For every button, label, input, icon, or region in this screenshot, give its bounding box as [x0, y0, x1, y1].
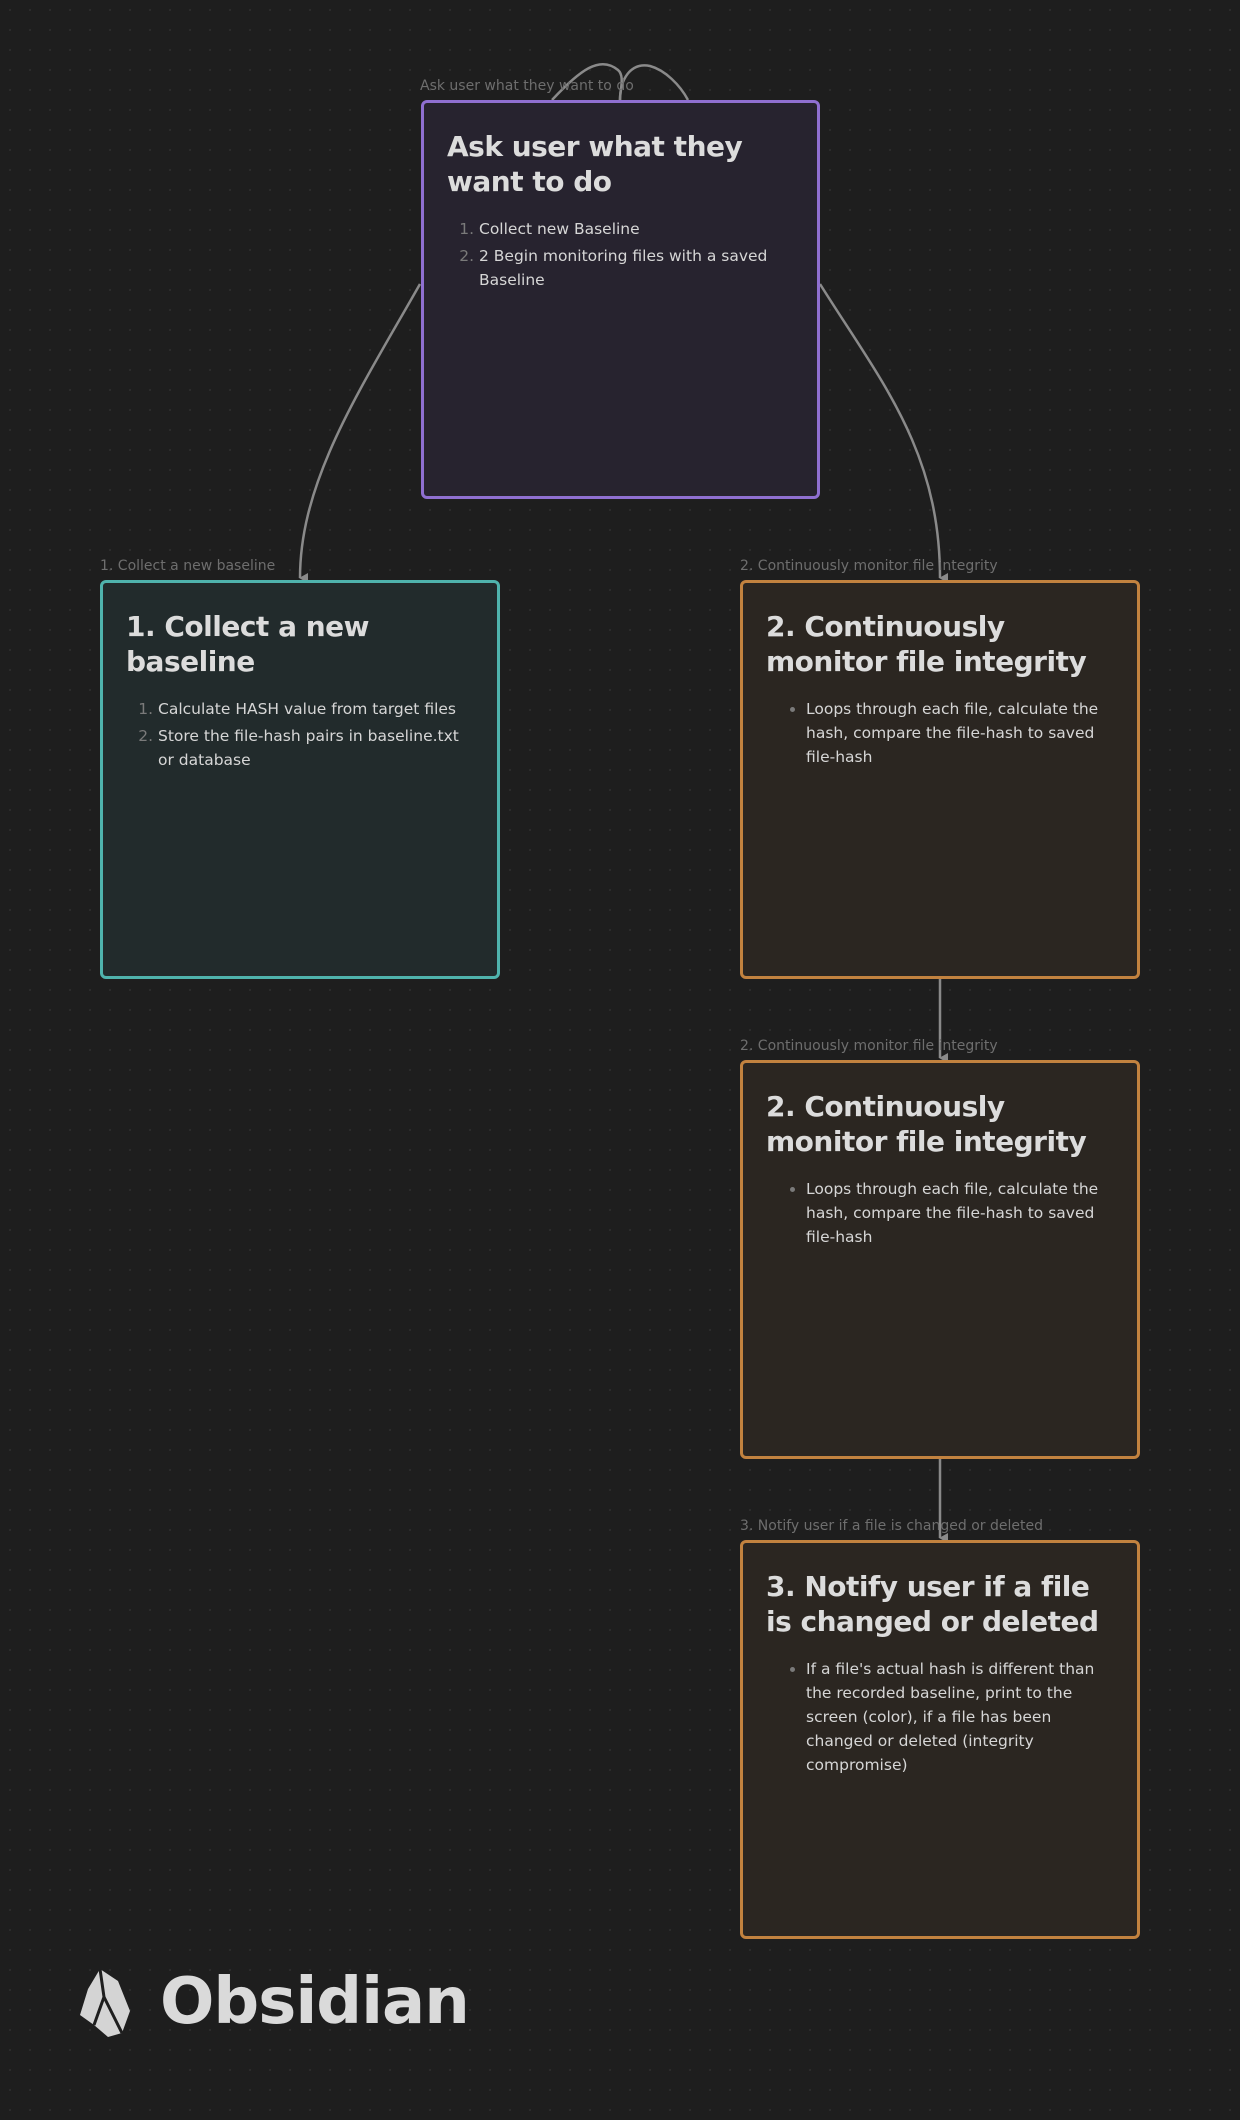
- card-list: Loops through each file, calculate the h…: [766, 1177, 1115, 1249]
- obsidian-watermark: Obsidian: [78, 1965, 470, 2039]
- list-item: Loops through each file, calculate the h…: [806, 697, 1115, 769]
- obsidian-wordmark: Obsidian: [160, 1965, 470, 2039]
- node-label-notify-user: 3. Notify user if a file is changed or d…: [740, 1518, 1043, 1534]
- card-ask-user[interactable]: Ask user what they want to do Collect ne…: [421, 100, 820, 499]
- node-label-monitor-integrity-2: 2. Continuously monitor file integrity: [740, 1038, 998, 1054]
- list-item: Loops through each file, calculate the h…: [806, 1177, 1115, 1249]
- list-item: 2 Begin monitoring files with a saved Ba…: [479, 244, 795, 292]
- card-list: Collect new Baseline 2 Begin monitoring …: [447, 217, 795, 292]
- node-label-ask-user: Ask user what they want to do: [420, 78, 634, 94]
- card-list: Calculate HASH value from target files S…: [126, 697, 475, 772]
- card-collect-baseline[interactable]: 1. Collect a new baseline Calculate HASH…: [100, 580, 500, 979]
- list-item: If a file's actual hash is different tha…: [806, 1657, 1115, 1777]
- list-item: Store the file-hash pairs in baseline.tx…: [158, 724, 475, 772]
- edge-ask-to-monitor: [818, 283, 949, 583]
- obsidian-logo-icon: [80, 1968, 130, 2037]
- card-title: 2. Continuously monitor file integrity: [766, 1090, 1087, 1158]
- list-item: Collect new Baseline: [479, 217, 795, 241]
- card-notify-user[interactable]: 3. Notify user if a file is changed or d…: [740, 1540, 1140, 1939]
- node-label-collect-baseline: 1. Collect a new baseline: [100, 558, 276, 574]
- card-title: 1. Collect a new baseline: [126, 610, 370, 678]
- card-title: Ask user what they want to do: [447, 130, 743, 198]
- edge-ask-to-collect: [298, 283, 422, 584]
- card-monitor-integrity-2[interactable]: 2. Continuously monitor file integrity L…: [740, 1060, 1140, 1459]
- node-label-monitor-integrity: 2. Continuously monitor file integrity: [740, 558, 998, 574]
- card-title: 3. Notify user if a file is changed or d…: [766, 1570, 1099, 1638]
- list-item: Calculate HASH value from target files: [158, 697, 475, 721]
- card-list: Loops through each file, calculate the h…: [766, 697, 1115, 769]
- card-title: 2. Continuously monitor file integrity: [766, 610, 1087, 678]
- card-list: If a file's actual hash is different tha…: [766, 1657, 1115, 1777]
- card-monitor-integrity[interactable]: 2. Continuously monitor file integrity L…: [740, 580, 1140, 979]
